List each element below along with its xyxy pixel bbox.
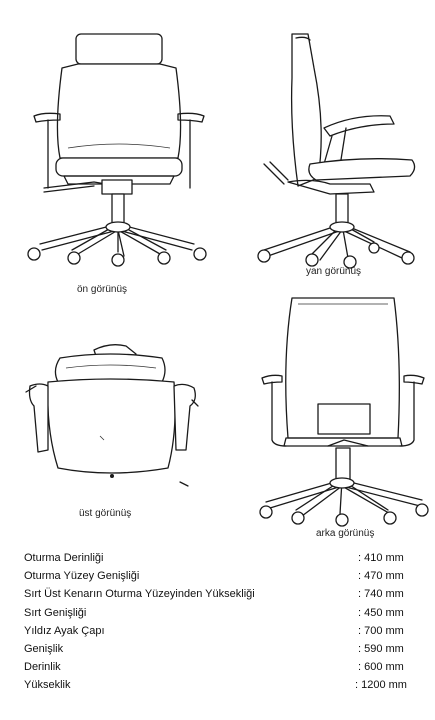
spec-row: Sırt Genişliği : 450 mm (24, 604, 414, 622)
specs-table: Oturma Derinliği : 410 mm Oturma Yüzey G… (24, 549, 414, 695)
front-view-drawing (20, 28, 210, 273)
spec-value: : 700 mm (358, 624, 404, 637)
spec-value: : 410 mm (358, 552, 404, 564)
spec-value: : 590 mm (358, 642, 404, 655)
spec-row: Yükseklik : 1200 mm (24, 676, 414, 694)
front-view-caption: ön görünüş (77, 284, 128, 295)
spec-row: Oturma Derinliği : 410 mm (24, 549, 414, 567)
back-view-drawing (252, 290, 432, 530)
back-view-caption: arka görünüş (316, 528, 375, 539)
spec-label: Oturma Derinliği (24, 552, 104, 564)
spec-label: Genişlik (24, 642, 64, 655)
spec-value: : 470 mm (358, 570, 404, 583)
spec-row: Yıldız Ayak Çapı : 700 mm (24, 622, 414, 640)
spec-label: Sırt Üst Kenarın Oturma Yüzeyinden Yükse… (24, 588, 255, 601)
spec-row: Derinlik : 600 mm (24, 658, 414, 676)
side-view-caption: yan görünüş (306, 266, 362, 277)
side-view-drawing (250, 28, 430, 273)
spec-value: : 450 mm (358, 606, 404, 619)
spec-value: : 740 mm (358, 588, 404, 601)
spec-row: Oturma Yüzey Genişliği : 470 mm (24, 567, 414, 585)
top-view-caption: üst görünüş (79, 508, 132, 519)
spec-row: Sırt Üst Kenarın Oturma Yüzeyinden Yükse… (24, 585, 414, 603)
spec-label: Oturma Yüzey Genişliği (24, 570, 140, 583)
spec-value: : 1200 mm (355, 679, 407, 692)
top-view-drawing (18, 340, 203, 500)
spec-label: Yükseklik (24, 679, 71, 692)
spec-label: Yıldız Ayak Çapı (24, 624, 105, 637)
spec-row: Genişlik : 590 mm (24, 640, 414, 658)
spec-value: : 600 mm (358, 661, 404, 674)
spec-label: Sırt Genişliği (24, 606, 87, 619)
spec-label: Derinlik (24, 661, 61, 674)
